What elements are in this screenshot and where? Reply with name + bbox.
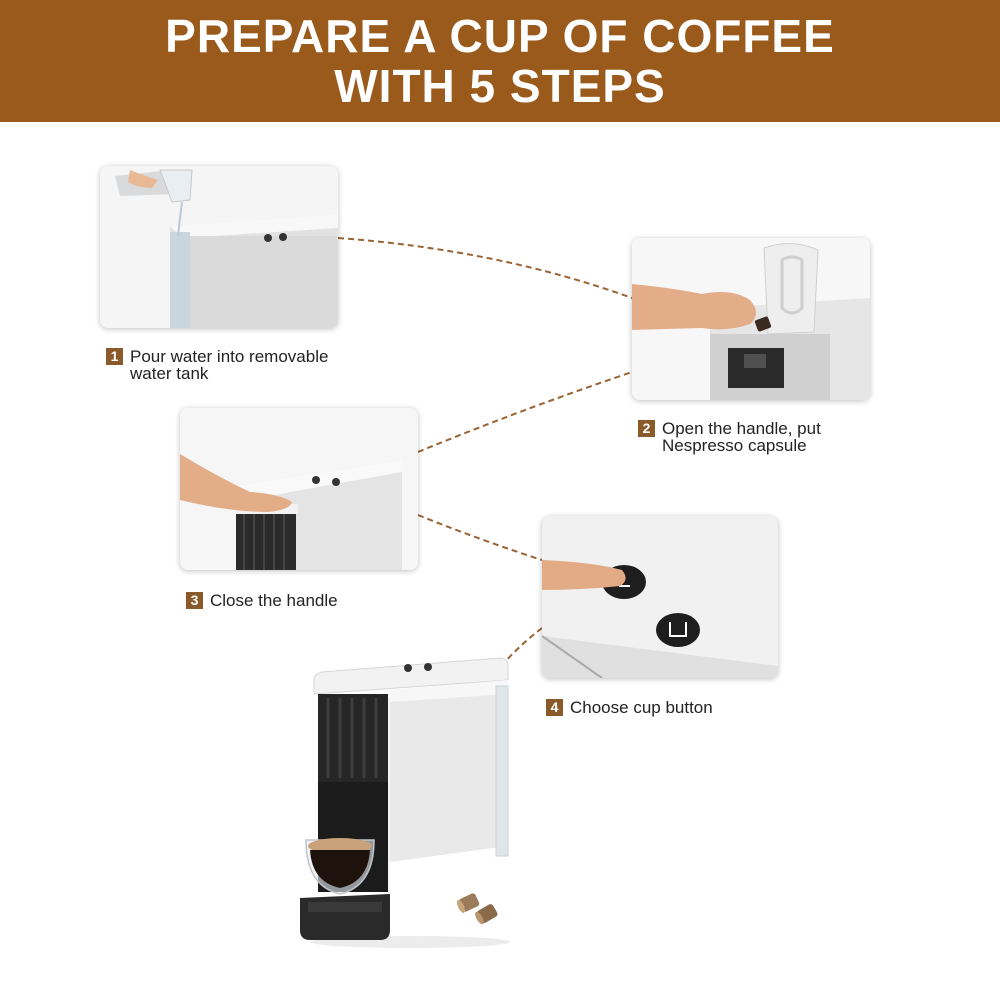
coffee-machine-image [300,657,510,948]
connector-1-2 [337,237,633,299]
step-1-badge: 1 [106,348,123,365]
step-4-caption: 4 Choose cup button [546,699,713,716]
title-banner: PREPARE A CUP OF COFFEE WITH 5 STEPS [0,0,1000,122]
step-3-badge: 3 [186,592,203,609]
step-2-image [632,238,870,400]
step-1-image [100,166,338,328]
step-3-image [180,408,418,570]
step-4-badge: 4 [546,699,563,716]
step-3-caption: 3 Close the handle [186,592,338,609]
title-line-1: PREPARE A CUP OF COFFEE [165,10,835,62]
step-4-text-line-1: Choose cup button [570,698,713,717]
title-line-2: WITH 5 STEPS [334,60,666,112]
step-3-text-line-1: Close the handle [210,591,338,610]
step-2-text-line-1: Open the handle, put [662,419,821,438]
connector-2-3 [417,371,633,453]
step-2-text-line-2: Nespresso capsule [662,436,807,455]
step-1-text-line-2: water tank [130,364,209,383]
step-2-caption: 2 Open the handle, put Nespresso capsule [638,420,821,454]
connector-3-4 [417,514,543,561]
step-1-text-line-1: Pour water into removable [130,347,329,366]
step-4-image [542,516,778,678]
step-2-badge: 2 [638,420,655,437]
step-1-caption: 1 Pour water into removable water tank [106,348,328,382]
